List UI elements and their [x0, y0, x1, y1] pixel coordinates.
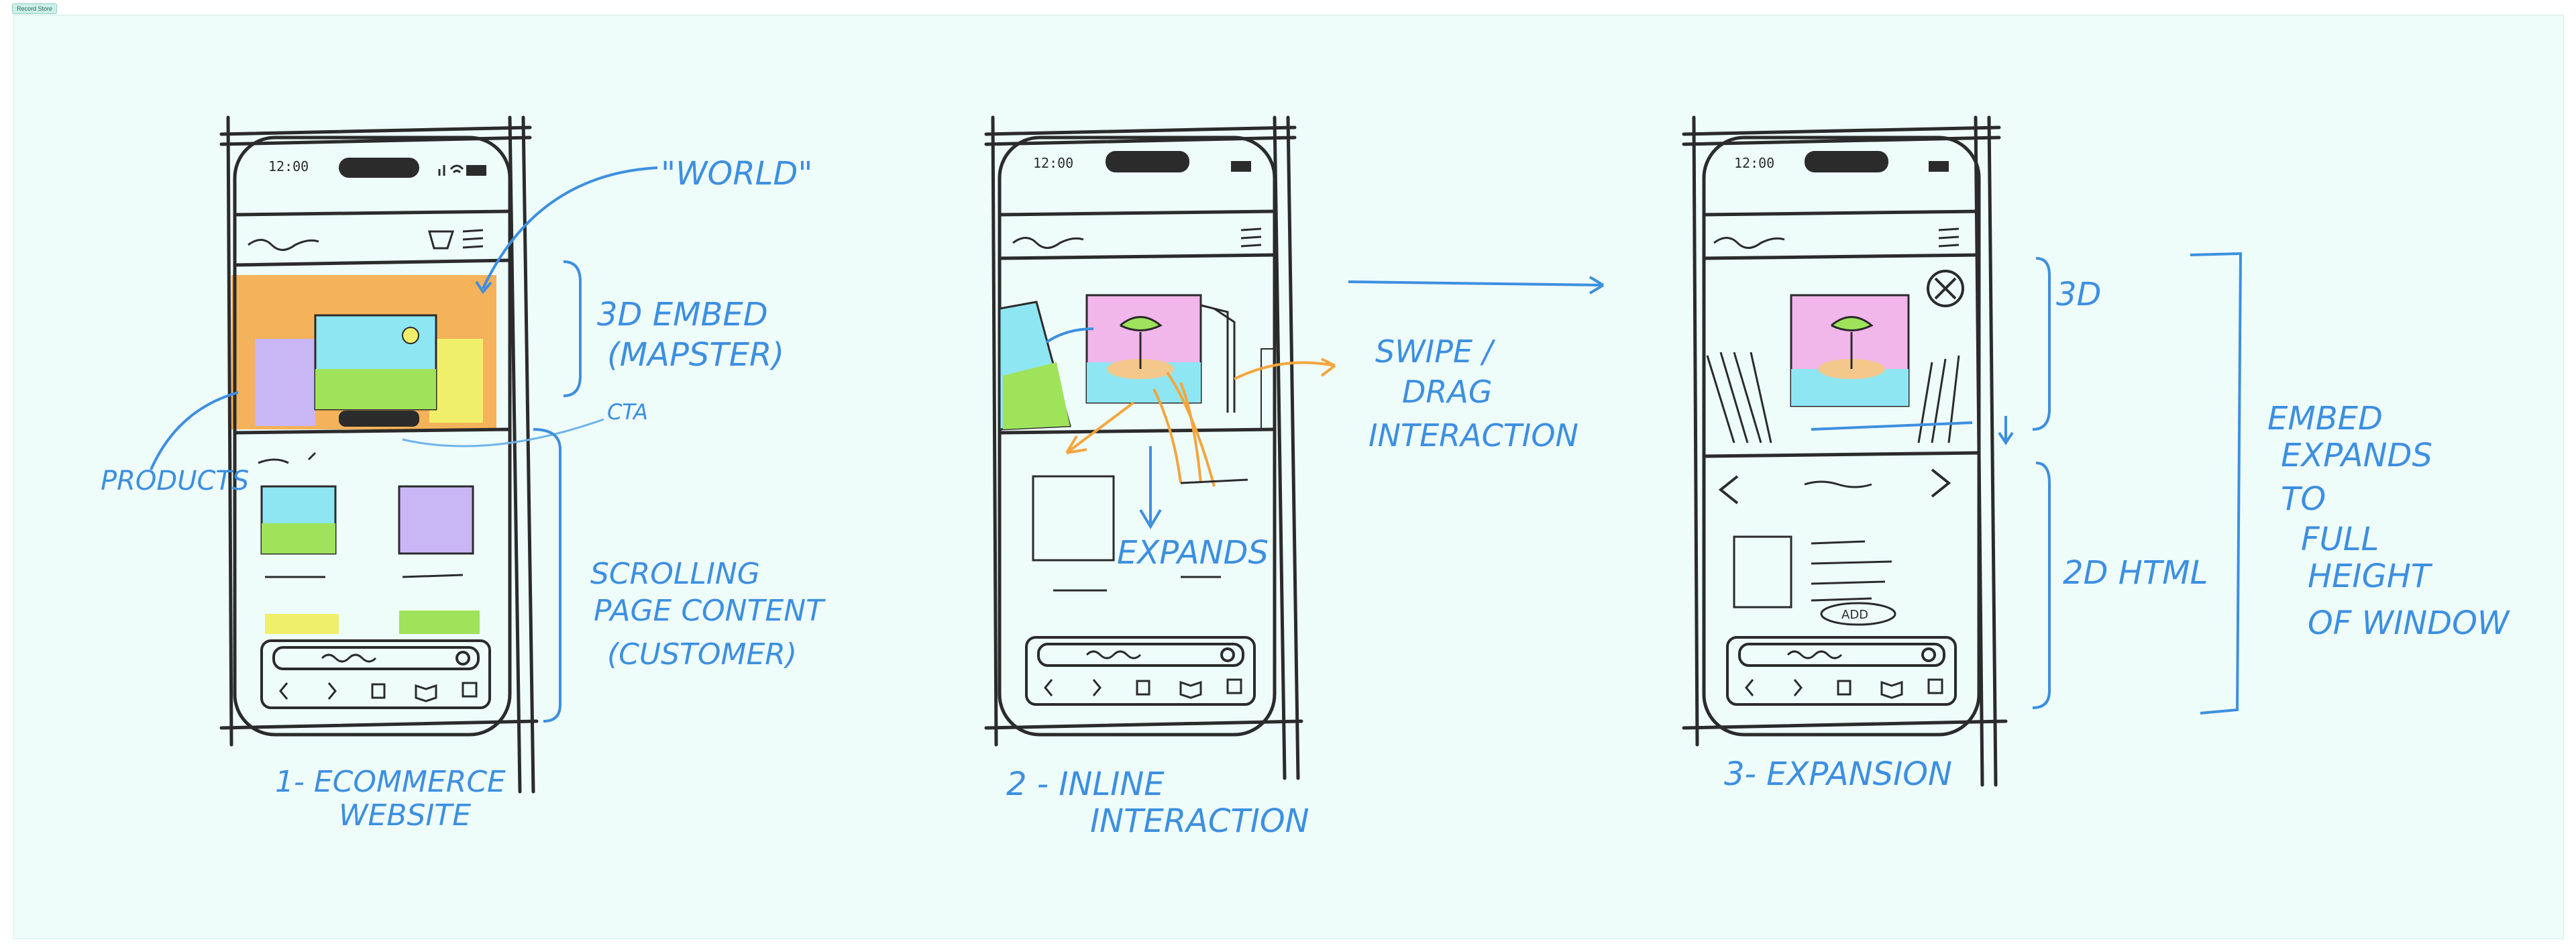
phone-sketch-1: 12:00 1- ECOMMERC — [219, 115, 539, 833]
browser-bar — [1726, 636, 1957, 706]
forward-icon — [1092, 679, 1102, 696]
swipe-label-2: DRAG — [1402, 374, 1493, 410]
status-time: 12:00 — [268, 158, 309, 174]
expanded-3d-view — [1706, 294, 1973, 443]
forward-icon — [327, 682, 337, 700]
forward-icon[interactable] — [1931, 468, 1951, 498]
full-height-label: EMBED — [2267, 400, 2383, 437]
back-icon — [1044, 679, 1053, 696]
book-icon — [415, 684, 437, 702]
book-icon — [1179, 680, 1202, 699]
status-time: 12:00 — [1734, 155, 1774, 171]
back-icon — [279, 682, 288, 700]
browser-bar — [260, 639, 491, 709]
wifi-icon — [449, 164, 464, 174]
embed-label-2: (MAPSTER) — [607, 336, 784, 374]
battery-icon — [1231, 161, 1251, 172]
signal-icon — [438, 165, 445, 176]
label-3d: 3D — [2056, 276, 2102, 313]
logo-scribble — [248, 239, 319, 251]
bag-icon — [428, 230, 455, 250]
phone-1-caption-2: WEBSITE — [339, 798, 471, 833]
full-height-label-2: EXPANDS — [2281, 437, 2432, 474]
cta-label: CTA — [607, 399, 648, 425]
phone-1-annotations: "WORLD" 3D EMBED (MAPSTER) CTA PRODUCTS … — [101, 155, 826, 723]
expands-label: EXPANDS — [1117, 534, 1269, 572]
phone-3-annotations: 3D 2D HTML EMBED EXPANDS TO FULL HEIGHT … — [1998, 252, 2510, 715]
tabs-icon — [462, 682, 478, 698]
image-carousel — [998, 294, 1275, 431]
browser-bar — [1025, 636, 1256, 706]
tabs-icon — [1226, 678, 1242, 694]
embed-label: 3D EMBED — [597, 296, 768, 333]
tabs-icon — [1927, 678, 1943, 694]
swipe-annotation: SWIPE / DRAG INTERACTION — [1348, 276, 1605, 454]
add-button-label: ADD — [1841, 608, 1868, 622]
world-label: "WORLD" — [661, 155, 812, 193]
swipe-label: SWIPE / — [1375, 333, 1496, 370]
swipe-gesture — [1065, 358, 1336, 487]
full-height-label-4: FULL — [2301, 521, 2379, 558]
phone-3-caption: 3- EXPANSION — [1724, 755, 1952, 793]
phone-1-caption: 1- ECOMMERCE — [275, 765, 506, 799]
full-height-label-6: OF WINDOW — [2308, 604, 2510, 642]
product-grid — [260, 485, 480, 634]
add-button[interactable] — [1820, 602, 1896, 626]
close-icon[interactable] — [1927, 270, 1964, 307]
label-2d-html: 2D HTML — [2063, 554, 2208, 592]
logo-scribble — [1012, 237, 1084, 249]
phone-2-caption-2: INTERACTION — [1090, 802, 1309, 840]
swipe-label-3: INTERACTION — [1368, 417, 1578, 454]
phone-2-caption: 2 - INLINE — [1006, 766, 1165, 803]
products-label: PRODUCTS — [101, 466, 249, 496]
full-height-label-5: HEIGHT — [2308, 558, 2433, 595]
menu-icon — [462, 229, 484, 249]
back-icon[interactable] — [1718, 475, 1739, 505]
forward-icon — [1793, 679, 1803, 696]
phone-sketch-3: 12:00 ADD — [1682, 115, 2008, 793]
book-icon — [1880, 680, 1903, 699]
share-icon — [1837, 680, 1851, 696]
share-icon — [1136, 680, 1150, 696]
back-icon — [1745, 679, 1754, 696]
battery-icon — [1929, 161, 1949, 172]
scroll-label-3: (CUSTOMER) — [607, 637, 797, 672]
menu-icon — [1240, 227, 1262, 248]
menu-icon — [1938, 227, 1960, 248]
scroll-label-2: PAGE CONTENT — [594, 594, 826, 628]
logo-scribble — [1713, 237, 1785, 249]
scroll-label: SCROLLING — [590, 557, 760, 591]
share-icon — [371, 683, 386, 699]
arrow-icon — [482, 166, 658, 289]
frame-label[interactable]: Record Store — [12, 3, 58, 14]
full-height-label-3: TO — [2281, 480, 2326, 518]
phone-sketch-2: 12:00 EXPANDS — [984, 115, 1336, 840]
hero-3d-embed — [231, 275, 496, 429]
battery-icon — [466, 165, 486, 176]
status-time: 12:00 — [1033, 155, 1073, 171]
